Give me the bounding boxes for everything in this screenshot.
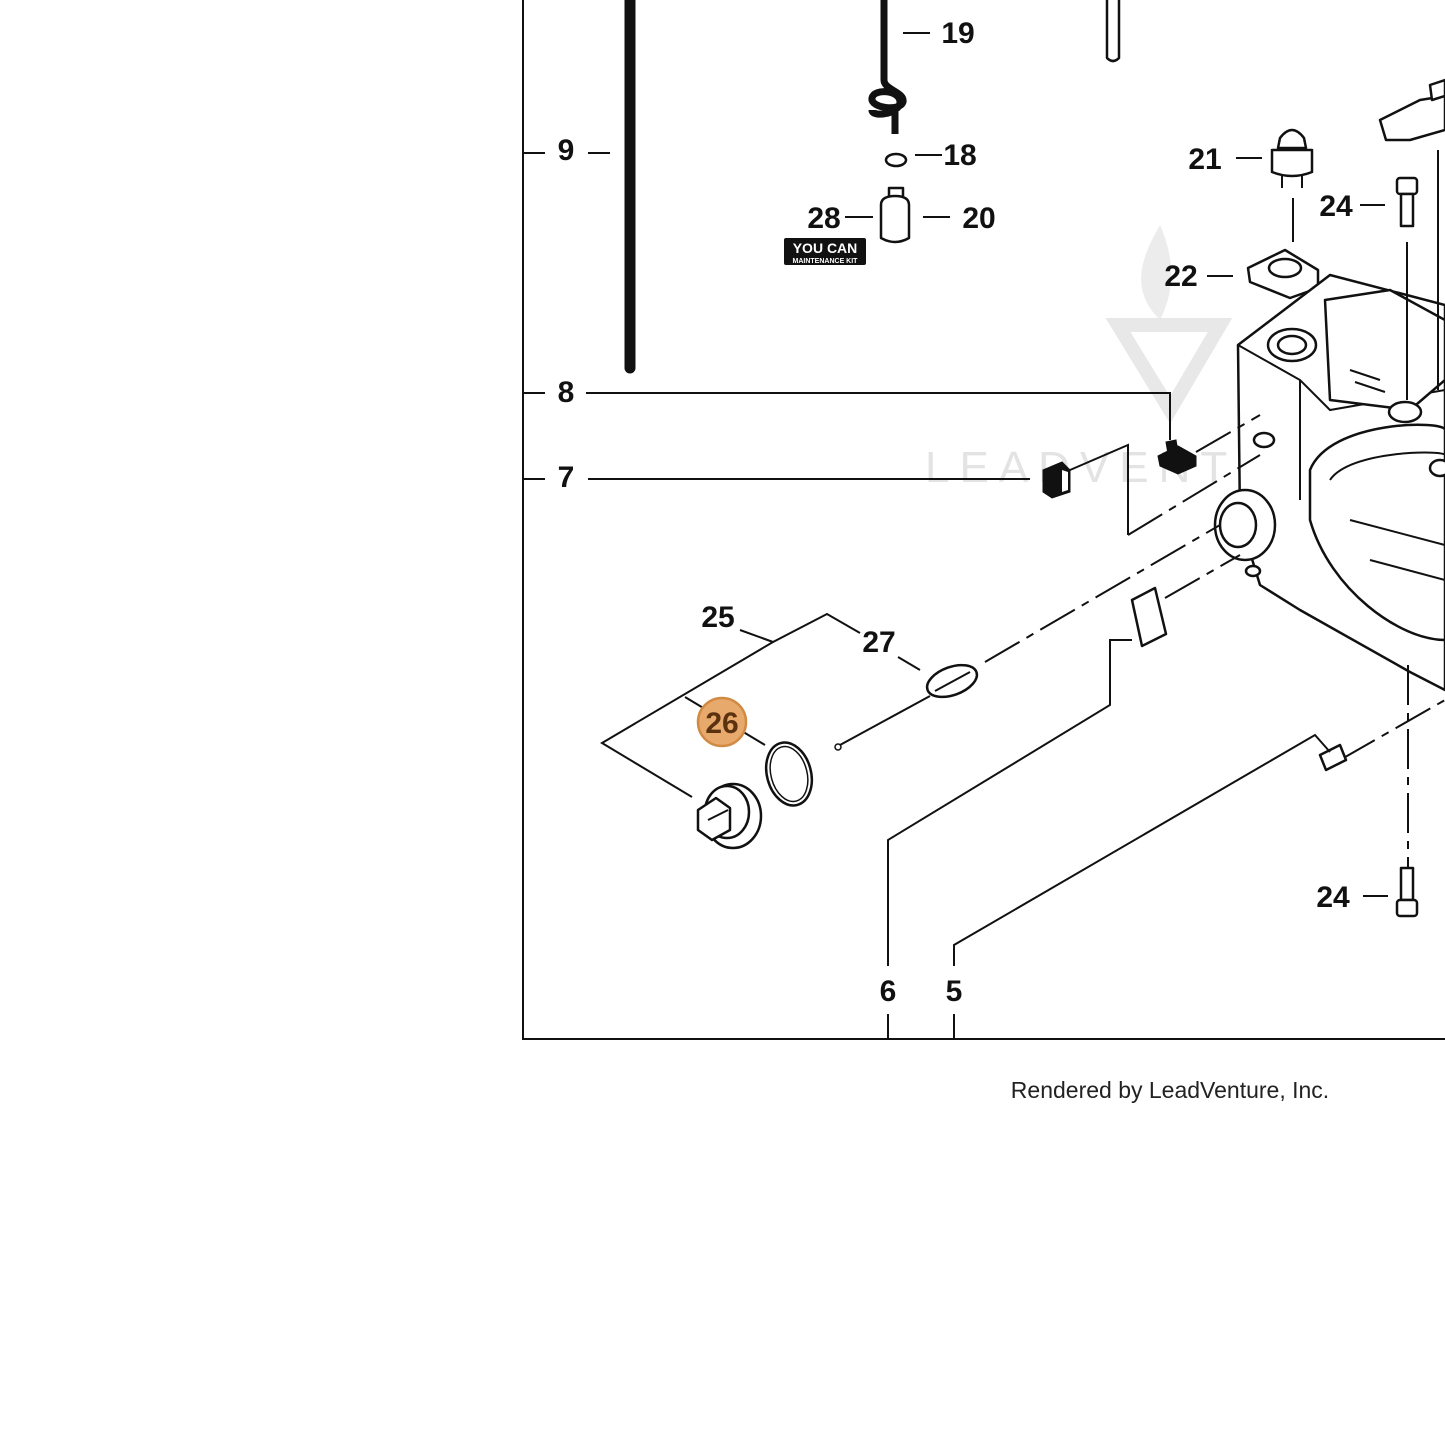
highlight-26	[696, 696, 748, 748]
part-bracket	[1378, 78, 1445, 142]
callout-21[interactable]: 21	[1188, 143, 1221, 176]
part-5-plug[interactable]	[1318, 743, 1348, 772]
part-24-screw-top[interactable]	[1395, 176, 1419, 228]
callout-9[interactable]: 9	[558, 134, 575, 167]
rendered-by-footer: Rendered by LeadVenture, Inc.	[1011, 1077, 1329, 1103]
callout-19[interactable]: 19	[941, 17, 974, 50]
part-7-grommet[interactable]	[1042, 461, 1071, 499]
callout-27[interactable]: 27	[862, 626, 895, 659]
kit-badge-line2: MAINTENANCE KIT	[793, 258, 859, 265]
callout-20[interactable]: 20	[962, 202, 995, 235]
crankcase-housing	[1236, 150, 1445, 692]
callout-26[interactable]: 26	[705, 707, 738, 740]
part-18-o-ring[interactable]	[884, 152, 908, 168]
callout-labels: 9 19 18 28 20 21 24 22 8 7 25 27 26 24 6…	[558, 17, 1353, 1008]
part-26-o-ring[interactable]	[759, 737, 818, 810]
maintenance-kit-badge: YOU CAN MAINTENANCE KIT	[784, 238, 866, 265]
callout-8[interactable]: 8	[558, 376, 575, 409]
part-6-gasket[interactable]	[1130, 586, 1168, 648]
callout-22[interactable]: 22	[1164, 260, 1197, 293]
diagram-frame	[522, 0, 1445, 1040]
part-8-fitting[interactable]	[1157, 439, 1197, 475]
part-19-fuel-line[interactable]	[868, 0, 907, 134]
callout-5[interactable]: 5	[946, 975, 963, 1008]
callout-18[interactable]: 18	[943, 139, 976, 172]
part-27-cap-strap[interactable]	[834, 659, 981, 751]
part-20-fuel-filter[interactable]	[879, 186, 911, 244]
callout-7[interactable]: 7	[558, 461, 575, 494]
part-24-screw-bottom[interactable]	[1395, 866, 1419, 918]
callout-28[interactable]: 28	[807, 202, 840, 235]
kit-badge-line1: YOU CAN	[793, 240, 858, 256]
part-21-primer-bulb[interactable]	[1270, 128, 1314, 188]
callout-24-top[interactable]: 24	[1319, 190, 1353, 223]
part-pipe	[1105, 0, 1121, 63]
callout-25[interactable]: 25	[701, 601, 734, 634]
part-25-oil-cap[interactable]	[696, 782, 763, 850]
callout-24-bottom[interactable]: 24	[1316, 881, 1350, 914]
callout-6[interactable]: 6	[880, 975, 897, 1008]
